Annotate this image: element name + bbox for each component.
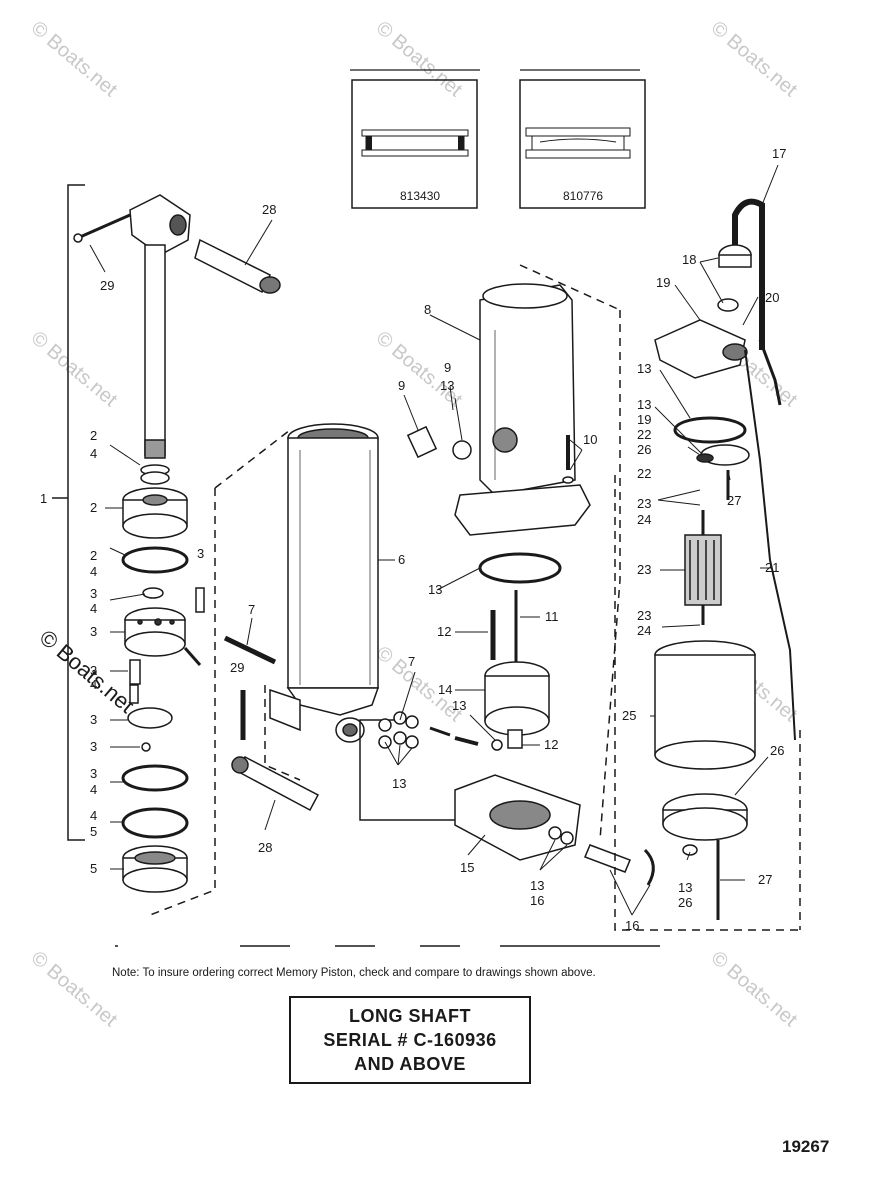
callout-label: 3: [90, 739, 97, 754]
callout-label: 22: [637, 427, 651, 442]
callout-label: 15: [460, 860, 474, 875]
callout-label: 13: [637, 397, 651, 412]
callout-label: 25: [622, 708, 636, 723]
callout-label: 2: [90, 500, 97, 515]
callout-label: 12: [544, 737, 558, 752]
callout-label: 1: [40, 491, 47, 506]
watermark: © Boats.net: [707, 17, 802, 101]
callout-label: 27: [758, 872, 772, 887]
inset-box-813430: 813430: [350, 69, 480, 209]
leader-lines: [89, 164, 779, 916]
callout-label: 13: [678, 880, 692, 895]
callout-label: 23: [637, 562, 651, 577]
pump-reservoir-assembly: [406, 264, 655, 886]
callout-label: 4: [90, 782, 97, 797]
serial-label: SERIAL # C-160936: [323, 1030, 497, 1050]
callout-label: 23: [637, 496, 651, 511]
callout-label: 10: [583, 432, 597, 447]
callout-label: 29: [100, 278, 114, 293]
callout-label: 26: [678, 895, 692, 910]
callout-label: 29: [230, 660, 244, 675]
callout-label: 28: [258, 840, 272, 855]
callout-label: 26: [770, 743, 784, 758]
callout-label: 16: [625, 918, 639, 933]
callout-label: 13: [440, 378, 454, 393]
serial-range-label: AND ABOVE: [354, 1054, 466, 1074]
callout-label: 8: [424, 302, 431, 317]
part-number-label: 810776: [563, 189, 603, 203]
callout-label: 26: [637, 442, 651, 457]
electric-motor-assembly: [614, 198, 801, 931]
callout-label: 4: [90, 446, 97, 461]
watermark: © Boats.net: [27, 947, 122, 1031]
shaft-label: LONG SHAFT: [349, 1006, 471, 1026]
figure-number: 19267: [782, 1137, 830, 1156]
callout-label: 9: [444, 360, 451, 375]
callout-label: 6: [398, 552, 405, 567]
callout-label: 12: [437, 624, 451, 639]
callout-label: 4: [90, 601, 97, 616]
watermark: © Boats.net: [372, 17, 467, 101]
callout-label: 28: [262, 202, 276, 217]
callout-label: 2: [90, 428, 97, 443]
callout-label: 3: [90, 766, 97, 781]
callout-label: 18: [682, 252, 696, 267]
serial-info-box: LONG SHAFT SERIAL # C-160936 AND ABOVE: [289, 996, 531, 1084]
callout-label: 3: [90, 663, 97, 678]
callout-label: 13: [637, 361, 651, 376]
ordering-note: Note: To insure ordering correct Memory …: [112, 967, 596, 979]
callout-label: 13: [530, 878, 544, 893]
callout-label: 13: [392, 776, 406, 791]
watermark: © Boats.net: [27, 327, 122, 411]
callout-label: 3: [90, 712, 97, 727]
callout-label: 22: [637, 466, 651, 481]
callout-label: 24: [637, 512, 651, 527]
callout-label: 14: [438, 682, 452, 697]
callout-label: 3: [197, 546, 204, 561]
callout-label: 11: [545, 609, 559, 624]
watermark: © Boats.net: [27, 17, 122, 101]
watermark: © Boats.net: [707, 947, 802, 1031]
callout-label: 2: [90, 548, 97, 563]
callout-label: 3: [90, 586, 97, 601]
part-number-label: 813430: [400, 189, 440, 203]
callout-labels: 1 2 4 2 2 4 3 3 4 3 3 4 3 3 3 4 4 5 5 28…: [40, 146, 786, 933]
callout-label: 4: [90, 808, 97, 823]
callout-label: 13: [428, 582, 442, 597]
inset-box-810776: 810776: [519, 69, 646, 209]
callout-label: 19: [637, 412, 651, 427]
callout-label: 19: [656, 275, 670, 290]
callout-label: 7: [408, 654, 415, 669]
callout-label: 5: [90, 861, 97, 876]
callout-label: 5: [90, 824, 97, 839]
callout-label: 23: [637, 608, 651, 623]
callout-label: 24: [637, 623, 651, 638]
trim-cylinder: [223, 423, 479, 821]
callout-label: 13: [452, 698, 466, 713]
callout-label: 9: [398, 378, 405, 393]
callout-label: 3: [90, 624, 97, 639]
callout-label: 27: [727, 493, 741, 508]
callout-label: 20: [765, 290, 779, 305]
watermark: © Boats.net: [372, 327, 467, 411]
callout-label: 21: [765, 560, 779, 575]
callout-label: 7: [248, 602, 255, 617]
callout-label: 4: [90, 677, 97, 692]
piston-rod-assembly: [52, 184, 291, 916]
callout-label: 4: [90, 564, 97, 579]
callout-label: 16: [530, 893, 544, 908]
callout-label: 17: [772, 146, 786, 161]
